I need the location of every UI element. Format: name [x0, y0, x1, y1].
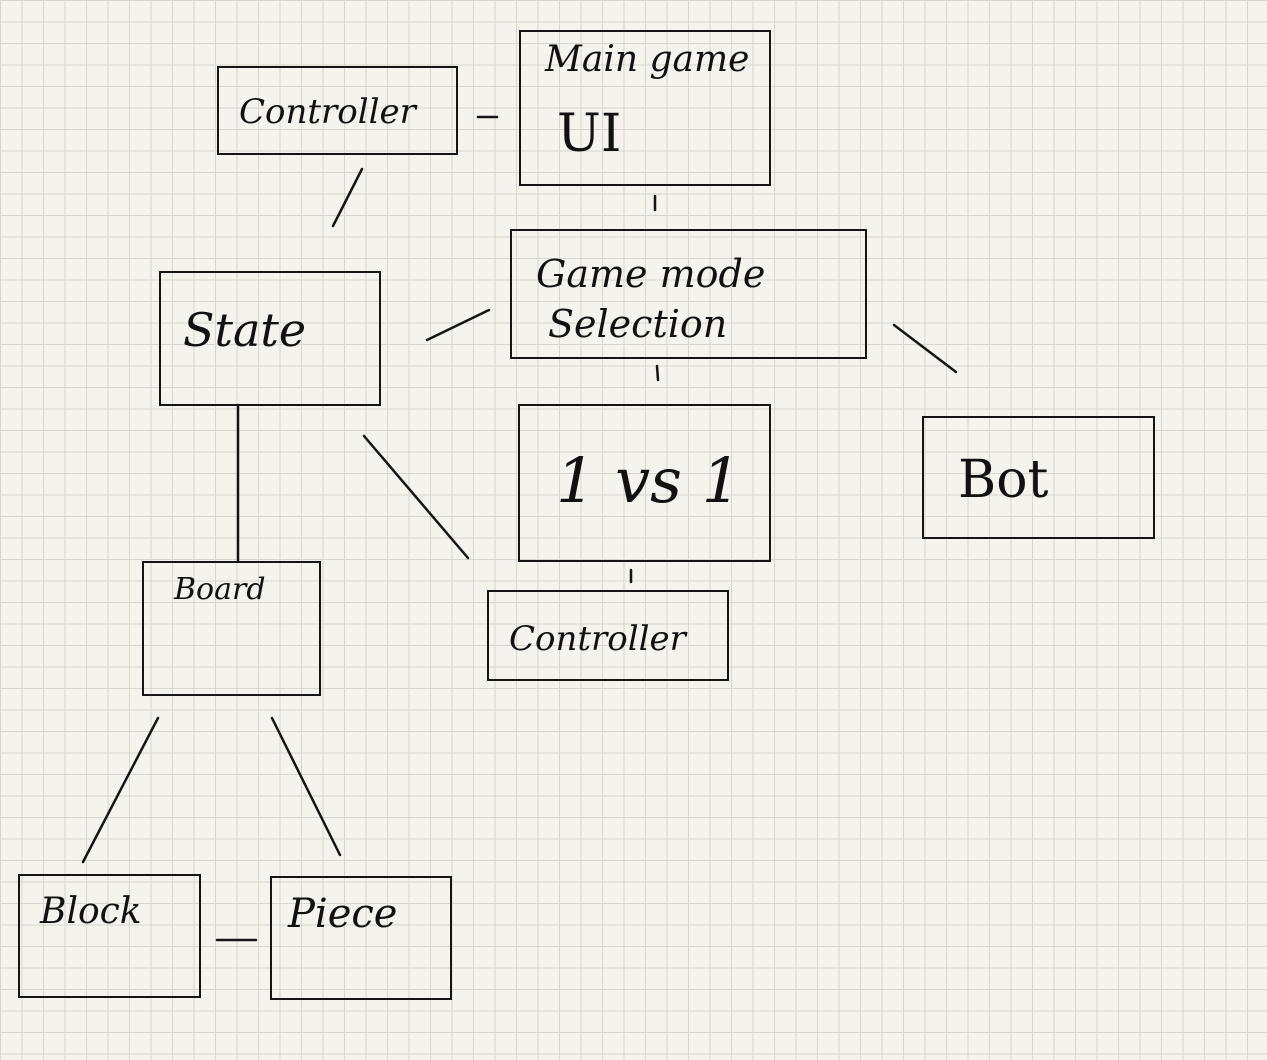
- block-box: Block: [18, 874, 201, 998]
- game-mode-line1: Game mode: [536, 252, 766, 296]
- board-box: Board: [142, 561, 321, 696]
- edge-state-to-controller: [362, 434, 470, 560]
- piece-label: Piece: [288, 891, 398, 937]
- controller-top-label: Controller: [239, 92, 416, 132]
- edge-controller-to-state: [331, 167, 364, 228]
- controller-bottom-label: Controller: [509, 619, 686, 659]
- board-label: Board: [174, 572, 266, 607]
- one-vs-one-label: 1 vs 1: [556, 444, 742, 517]
- main-game-ui-box: Main game UI: [519, 30, 771, 186]
- piece-box: Piece: [270, 876, 452, 1000]
- state-label: State: [183, 303, 307, 357]
- edge-board-to-block: [81, 716, 160, 864]
- bot-box: Bot: [922, 416, 1155, 539]
- controller-bottom-box: Controller: [487, 590, 729, 681]
- main-game-title: Main game: [545, 39, 750, 80]
- controller-top-box: Controller: [217, 66, 458, 155]
- edge-game-mode-to-bot: [892, 323, 958, 374]
- one-vs-one-box: 1 vs 1: [518, 404, 771, 562]
- game-mode-line2: Selection: [548, 302, 728, 346]
- edge-state-to-game-mode: [425, 308, 491, 342]
- main-game-subtitle: UI: [557, 104, 622, 164]
- state-box: State: [159, 271, 381, 406]
- block-label: Block: [40, 891, 142, 932]
- bot-label: Bot: [958, 450, 1049, 510]
- edge-board-to-piece: [270, 716, 342, 857]
- edge-game-mode-to-1vs1: [655, 364, 660, 382]
- game-mode-selection-box: Game mode Selection: [510, 229, 867, 359]
